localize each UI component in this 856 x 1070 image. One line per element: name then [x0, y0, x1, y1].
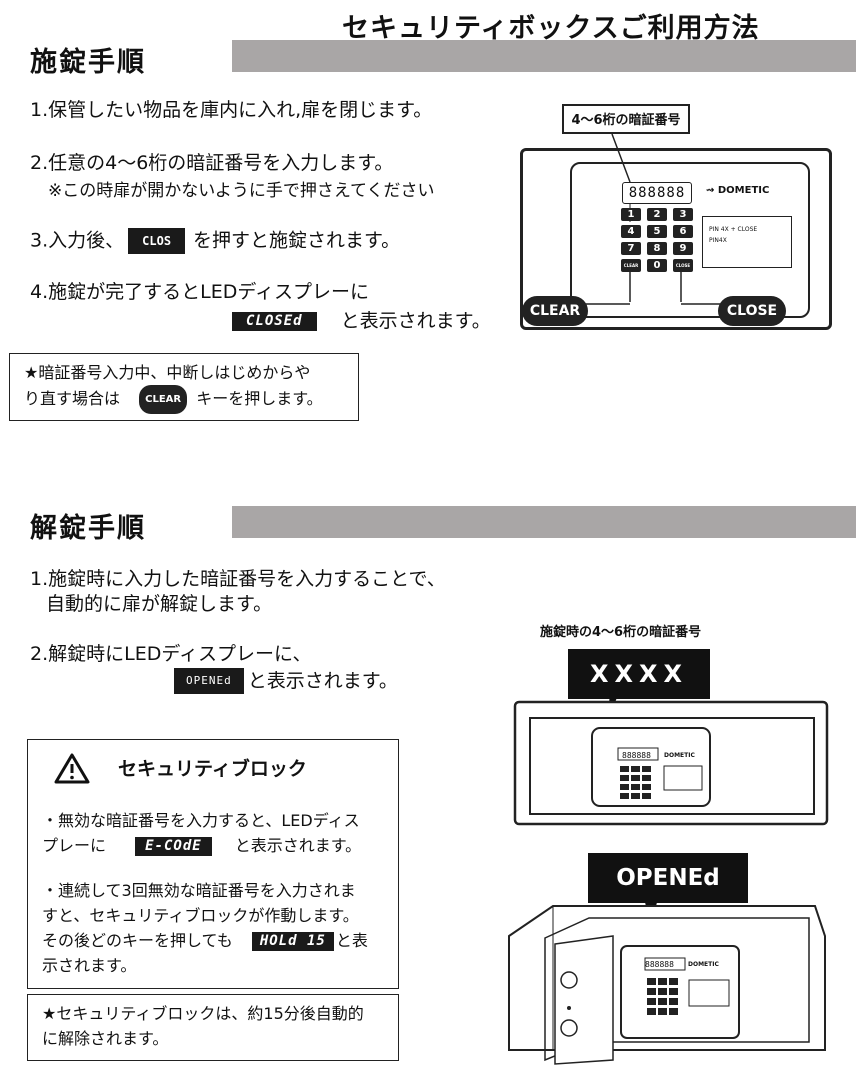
lock-note-line-2: り直す場合は CLEAR キーを押します。: [24, 385, 344, 414]
unlock-note-line-1: ★セキュリティブロックは、約15分後自動的: [42, 1004, 364, 1023]
lock-note-after: キーを押します。: [196, 389, 323, 408]
key-6[interactable]: 6: [673, 225, 693, 238]
unlock-step-1: 1.施錠時に入力した暗証番号を入力することで、: [30, 568, 446, 590]
security-p1-before: プレーに: [42, 836, 107, 855]
unlock-heading-bar: [232, 506, 856, 538]
key-5[interactable]: 5: [647, 225, 667, 238]
key-close[interactable]: CLOSE: [673, 259, 693, 272]
code-callout: XXXX: [568, 649, 710, 699]
key-9[interactable]: 9: [673, 242, 693, 255]
keypad-diagram: 4～6桁の暗証番号 888888 ⇝ DOMETIC 1 2 3 4 5 6 7…: [518, 92, 850, 342]
figure-caption: 施錠時の4～6桁の暗証番号: [540, 625, 702, 640]
lcd-ecode: E-COdE: [135, 837, 212, 856]
key-7[interactable]: 7: [621, 242, 641, 255]
key-1[interactable]: 1: [621, 208, 641, 221]
brand-arrow-icon: ⇝: [706, 185, 715, 196]
info-panel: PIN 4X + CLOSE PIN4X: [702, 216, 792, 268]
keypad-grid: 1 2 3 4 5 6 7 8 9 CLEAR 0 CLOSE: [621, 208, 693, 272]
lock-step-3-before: 3.入力後、: [30, 229, 125, 252]
lock-step-4-after: と表示されます。: [340, 310, 491, 332]
safe-panel-outer: [520, 148, 832, 330]
key-8[interactable]: 8: [647, 242, 667, 255]
unlock-note-line-2: に解除されます。: [42, 1029, 169, 1048]
security-title-row: セキュリティブロック: [42, 748, 384, 788]
lcd-hold: HOLd 15: [251, 932, 334, 951]
security-p1-line1: ・無効な暗証番号を入力すると、LEDディス: [42, 811, 360, 830]
unlock-note-box: ★セキュリティブロックは、約15分後自動的 に解除されます。: [27, 994, 399, 1061]
opened-callout: OPENEd: [588, 853, 748, 903]
warning-icon: [54, 753, 90, 784]
unlock-step-2-after: と表示されます。: [247, 669, 398, 692]
page-title: セキュリティボックスご利用方法: [342, 13, 760, 44]
clear-label-pill: CLEAR: [522, 296, 588, 326]
open-safe-display: 888888: [645, 960, 674, 969]
lock-step-3: 3.入力後、CLOS を押すと施錠されます。: [30, 228, 400, 254]
open-safe-brand: DOMETIC: [688, 961, 719, 968]
lcd-opened: OPENEd: [174, 668, 244, 694]
closed-safe-brand: DOMETIC: [664, 752, 695, 759]
brand-name: DOMETIC: [717, 185, 770, 196]
lcd-closed: CLOSEd: [232, 312, 317, 331]
security-block-box: セキュリティブロック ・無効な暗証番号を入力すると、LEDディス プレーに E-…: [27, 739, 399, 989]
key-2[interactable]: 2: [647, 208, 667, 221]
pin-callout: 4～6桁の暗証番号: [562, 104, 690, 134]
key-0[interactable]: 0: [647, 259, 667, 272]
keypad-display: 888888: [622, 182, 692, 204]
security-p2-line2: すと、セキュリティブロックが作動します。: [42, 906, 359, 925]
unlock-heading: 解錠手順: [30, 513, 146, 544]
lock-heading: 施錠手順: [30, 47, 146, 78]
lock-step-4-line2: CLOSEd と表示されます。: [232, 310, 491, 332]
security-p2-after: と表: [335, 931, 368, 950]
lock-step-2: 2.任意の4～6桁の暗証番号を入力します。: [30, 152, 394, 174]
security-p1-after: と表示されます。: [234, 836, 362, 855]
lock-note-box: ★暗証番号入力中、中断しはじめからや り直す場合は CLEAR キーを押します。: [9, 353, 359, 421]
lock-step-2-note: ※この時扉が開かないように手で押さえてください: [48, 181, 435, 201]
key-4[interactable]: 4: [621, 225, 641, 238]
security-p2-before: その後どのキーを押しても: [42, 931, 233, 950]
closed-safe-illustration: [513, 690, 829, 826]
lock-step-4: 4.施錠が完了するとLEDディスプレーに: [30, 281, 370, 303]
unlock-step-2: 2.解錠時にLEDディスプレーに、: [30, 643, 312, 665]
lock-note-before: り直す場合は: [24, 389, 121, 408]
lock-heading-bar: [232, 40, 856, 72]
clear-key-icon: CLEAR: [139, 385, 188, 414]
lock-step-3-after: を押すと施錠されます。: [193, 229, 401, 252]
info-line-1: PIN 4X + CLOSE: [709, 226, 758, 233]
key-clear[interactable]: CLEAR: [621, 259, 641, 272]
lock-note-line-1: ★暗証番号入力中、中断しはじめからや: [24, 363, 311, 382]
security-title: セキュリティブロック: [118, 758, 307, 780]
unlock-step-1-line2: 自動的に扉が解錠します。: [46, 593, 273, 615]
key-3[interactable]: 3: [673, 208, 693, 221]
close-key-badge: CLOS: [128, 228, 186, 254]
info-line-2: PIN4X: [709, 237, 727, 244]
security-p1-line2: プレーに E-COdE と表示されます。: [42, 833, 384, 858]
close-label-pill: CLOSE: [718, 296, 786, 326]
closed-safe-display: 888888: [622, 751, 651, 760]
security-p2-line4: 示されます。: [42, 956, 137, 975]
security-p2-line1: ・連続して3回無効な暗証番号を入力されま: [42, 881, 356, 900]
open-safe-illustration: [508, 902, 826, 1065]
brand-logo: ⇝ DOMETIC: [706, 185, 769, 196]
lock-step-1: 1.保管したい物品を庫内に入れ,扉を閉じます。: [30, 99, 433, 121]
safe-panel-inner: [570, 162, 810, 318]
